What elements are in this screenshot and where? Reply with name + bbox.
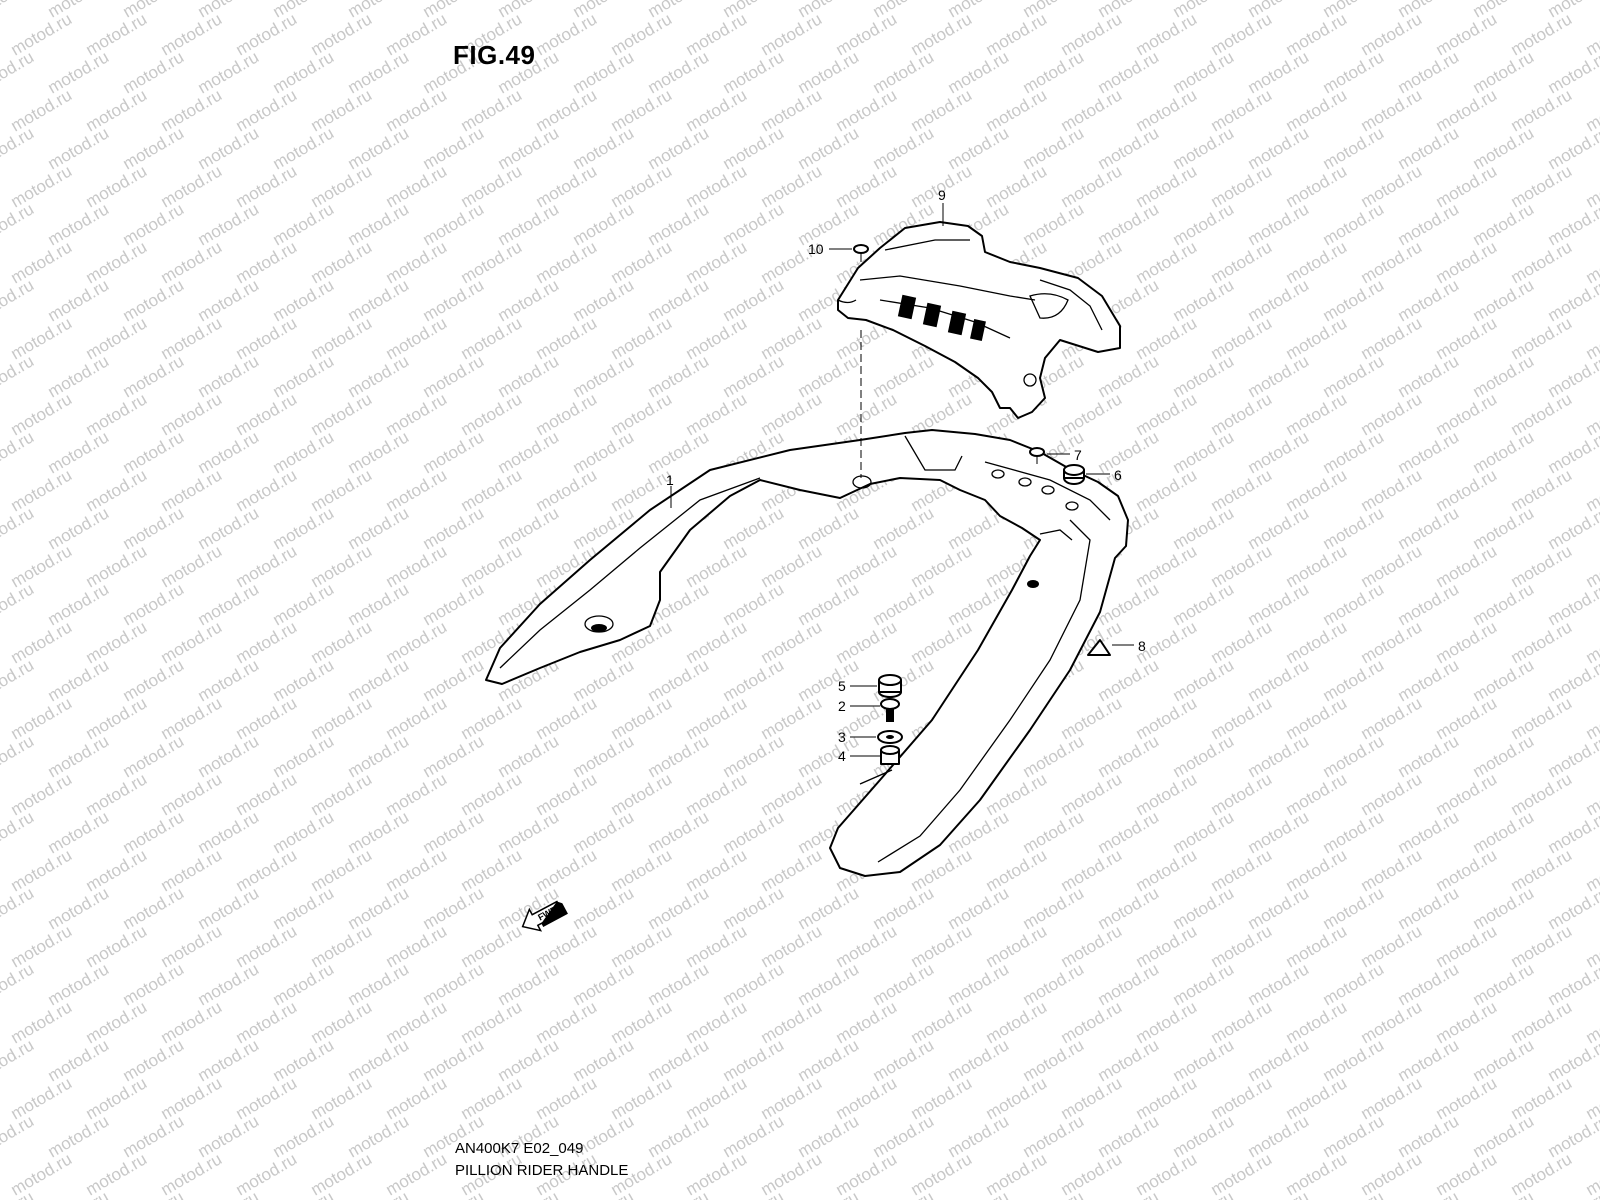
part-1-pillion-handle[interactable] [485,429,1129,877]
model-code: AN400K7 E02_049 [455,1140,584,1157]
callout-9[interactable]: 9 [938,187,946,203]
callout-3[interactable]: 3 [838,729,846,745]
fwd-arrow-icon: FWD [521,900,568,932]
figure-title: FIG.49 [453,40,536,70]
callout-5[interactable]: 5 [838,678,846,694]
part-10-screw[interactable] [853,244,869,262]
figure-name: PILLION RIDER HANDLE [455,1162,629,1179]
callout-1[interactable]: 1 [666,472,674,488]
part-8-clip[interactable] [1087,639,1111,656]
leader-lines [670,203,1134,757]
part-2-bolt[interactable] [880,698,900,722]
callout-8[interactable]: 8 [1138,638,1146,654]
part-3-washer[interactable] [877,730,903,744]
callout-6[interactable]: 6 [1114,467,1122,483]
part-4-collar[interactable] [880,745,900,765]
part-7-screw[interactable] [1029,447,1045,464]
part-5-cap[interactable] [878,674,902,698]
callout-10[interactable]: 10 [808,241,824,257]
part-9-rear-cover[interactable] [837,221,1121,419]
callout-7[interactable]: 7 [1074,447,1082,463]
part-6-grommet[interactable] [1063,464,1085,485]
callout-4[interactable]: 4 [838,748,846,764]
callout-2[interactable]: 2 [838,698,846,714]
